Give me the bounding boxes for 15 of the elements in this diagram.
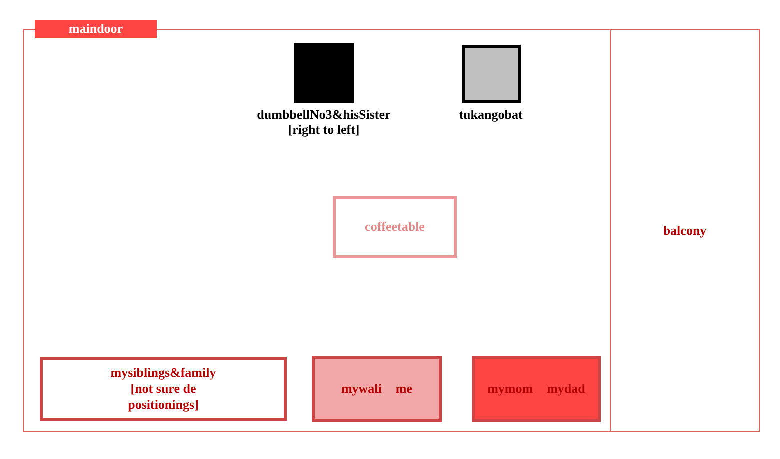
person-label: mysiblings&family [not sure de positionings] [110, 365, 218, 413]
door-tab: maindoor [35, 20, 157, 38]
balcony-area [610, 29, 760, 432]
person-label: mywali [341, 381, 382, 397]
person-label: coffeetable [365, 219, 425, 235]
item-label: dumbbellNo3&hisSister [right to left] [256, 107, 392, 137]
person-label: me [396, 381, 413, 397]
person-label: mymom [488, 381, 534, 397]
item-label: tukangobat [458, 107, 524, 122]
area-label: balcony [663, 222, 707, 238]
seating-area [312, 356, 442, 422]
table-outline [333, 196, 457, 258]
seating-area [472, 356, 601, 422]
seating-area [40, 357, 287, 421]
person-label: mydad [547, 381, 586, 397]
